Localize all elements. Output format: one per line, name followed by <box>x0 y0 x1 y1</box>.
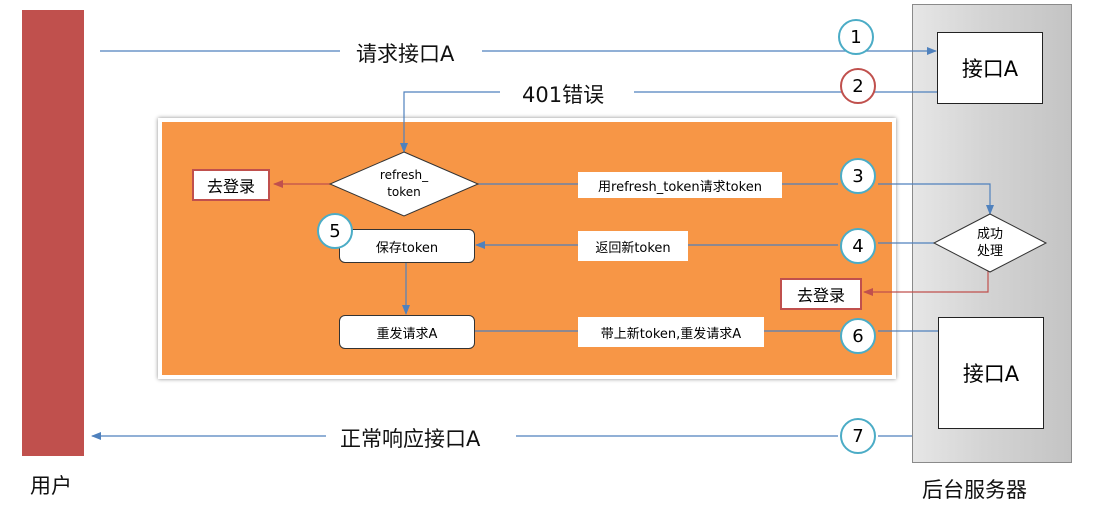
error-401-label: 401错误 <box>522 83 605 107</box>
refresh-token-text: refresh_ token <box>379 168 429 199</box>
step-4-circle: 4 <box>840 228 876 264</box>
arrow-to-login-right <box>863 262 989 296</box>
step-2-circle: 2 <box>840 68 876 104</box>
interface-a-box-top: 接口A <box>937 32 1043 104</box>
server-label: 后台服务器 <box>922 478 1027 502</box>
success-text: 成功 处理 <box>976 227 1003 259</box>
step-3-circle: 3 <box>840 158 876 194</box>
step-7-circle: 7 <box>840 418 876 454</box>
client-refresh-panel <box>158 118 896 379</box>
request-a-label: 请求接口A <box>356 42 455 66</box>
step-5-circle: 5 <box>317 213 353 249</box>
refresh-token-diamond <box>328 151 480 217</box>
msg-request-token: 用refresh_token请求token <box>578 172 782 198</box>
interface-a-box-bottom: 接口A <box>938 317 1044 429</box>
save-token-node: 保存token <box>339 229 475 263</box>
go-login-box-right: 去登录 <box>780 278 862 310</box>
normal-response-label: 正常响应接口A <box>340 427 481 451</box>
step-6-circle: 6 <box>840 318 876 354</box>
user-label: 用户 <box>30 474 72 498</box>
interface-a-label: 接口A <box>962 362 1020 386</box>
step-1-circle: 1 <box>838 19 874 55</box>
go-login-box-left: 去登录 <box>192 169 270 201</box>
msg-return-token: 返回新token <box>578 231 688 261</box>
success-diamond <box>932 213 1048 273</box>
resend-request-node: 重发请求A <box>339 315 475 349</box>
user-column <box>22 10 84 456</box>
msg-resend: 带上新token,重发请求A <box>578 317 764 347</box>
interface-a-label: 接口A <box>961 57 1019 81</box>
